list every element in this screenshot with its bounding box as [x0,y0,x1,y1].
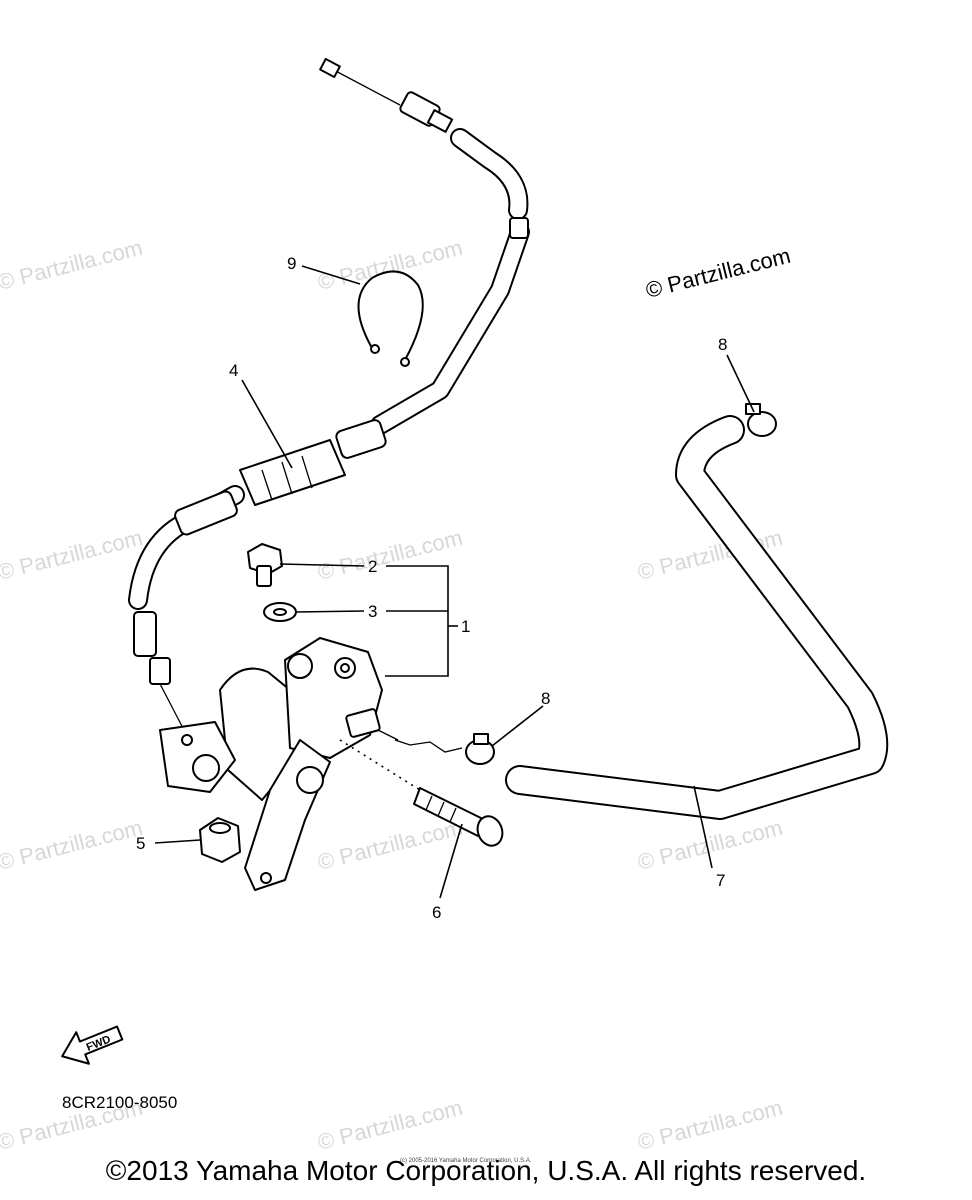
hose-clamp [745,403,777,437]
callout-4: 4 [229,361,238,380]
callout-6: 6 [432,903,441,922]
callout-1: 1 [461,617,470,636]
callout-labels: 1 2 3 4 5 6 7 8 8 9 [136,254,727,922]
fwd-label: FWD [85,1033,113,1054]
leader-lines [154,265,755,899]
watermark: © Partzilla.com [635,815,785,875]
oil-hose [394,415,889,820]
bolt-and-washer [247,543,297,622]
copyright-notice: ©2013 Yamaha Motor Corporation, U.S.A. A… [105,1155,867,1186]
watermark: © Partzilla.com [315,525,465,585]
callout-3: 3 [368,602,377,621]
fine-print-copyright: (c) 2005-2016 Yamaha Motor Corporation, … [400,1158,532,1164]
nut [199,817,241,863]
oil-pump-assembly [159,637,399,891]
callout-7: 7 [716,871,725,890]
watermark: © Partzilla.com [315,815,465,875]
callout-5: 5 [136,834,145,853]
watermark: © Partzilla.com [315,1095,465,1155]
watermark-layer: © Partzilla.com © Partzilla.com © Partzi… [0,235,793,1155]
callout-8: 8 [541,689,550,708]
watermark: © Partzilla.com [0,525,145,585]
throttle-cable [128,57,530,733]
hose-clamp [465,733,495,765]
diagram-part-number: 8CR2100-8050 [62,1093,178,1112]
watermark: © Partzilla.com [315,235,465,295]
fwd-arrow-icon: FWD [61,1025,124,1065]
callout-8: 8 [718,335,727,354]
main-watermark: © Partzilla.com [643,243,793,303]
watermark: © Partzilla.com [0,235,145,295]
watermark: © Partzilla.com [635,1095,785,1155]
callout-9: 9 [287,254,296,273]
callout-2: 2 [368,557,377,576]
wire-clip [357,270,424,367]
long-bolt [339,739,504,847]
watermark: © Partzilla.com [0,815,145,875]
